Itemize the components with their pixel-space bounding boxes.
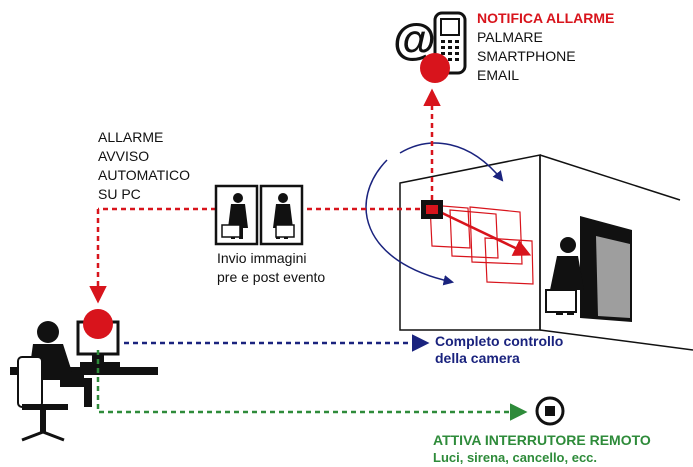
intruder-figure [545,237,584,315]
event-image-frames [214,184,304,246]
notifica-item-palmare: PALMARE [477,29,543,45]
camera-icon [421,200,443,219]
room-illustration [399,154,693,351]
remote-switch-icon [535,396,565,426]
remote-switch-block: ATTIVA INTERRUTORE REMOTO Luci, sirena, … [433,432,651,466]
camera-pan-arrow [439,210,532,256]
remote-switch-path [96,350,528,421]
notify-alarm-dot [420,53,450,83]
invio-line-1: Invio immagini [217,250,307,266]
invio-immagini-block: Invio immagini pre e post evento [217,249,325,287]
remote-switch-title: ATTIVA INTERRUTORE REMOTO [433,432,651,448]
allarme-line: ALLARME [98,129,164,145]
notifica-title: NOTIFICA ALLARME [477,10,615,26]
avviso-line: AVVISO [98,148,150,164]
camera-control-line-1: Completo controllo [435,333,564,349]
notifica-allarme-block: NOTIFICA ALLARME PALMARE SMARTPHONE EMAI… [477,9,614,85]
automatico-line: AUTOMATICO [98,167,191,183]
notifica-item-smartphone: SMARTPHONE [477,48,576,64]
operator-workstation [10,320,158,442]
red-alarm-paths [89,88,441,304]
camera-control-block: Completo controllo della camera [435,333,563,367]
rotation-arc [365,142,504,286]
su-pc-line: SU PC [98,186,141,202]
remote-switch-sub: Luci, sirena, cancello, ecc. [433,450,598,465]
pc-alarm-dot [83,309,113,339]
allarme-pc-block: ALLARME AVVISO AUTOMATICO SU PC [98,128,190,204]
camera-field-of-view [429,204,534,285]
notifica-item-email: EMAIL [477,67,520,83]
camera-control-line-2: della camera [435,350,520,366]
invio-line-2: pre e post evento [217,269,326,285]
